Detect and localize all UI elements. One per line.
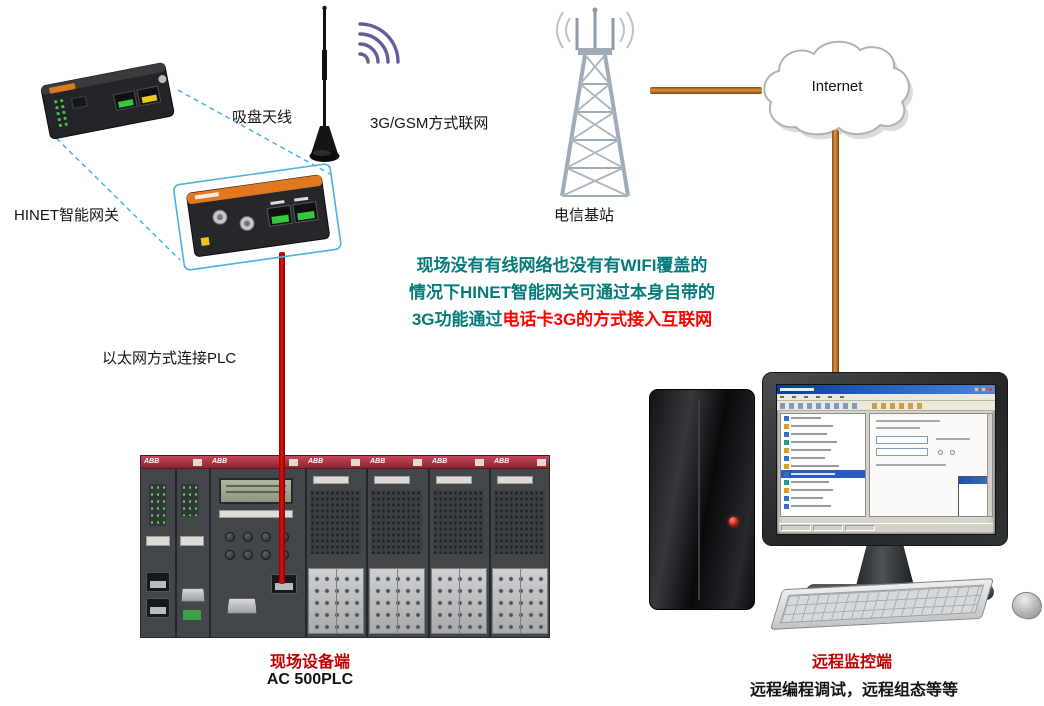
power-button-icon [729, 517, 739, 527]
telecom-tower-icon [556, 7, 634, 197]
plc-brand-logo: ABB [308, 458, 324, 465]
wan-cable-horizontal [650, 87, 762, 94]
close-icon [988, 387, 993, 392]
plc-brand-logo: ABB [432, 458, 448, 465]
monitor-bezel [762, 372, 1008, 546]
remote-caption-title: 远程监控端 [811, 654, 892, 671]
ethernet-label: 以太网方式连接PLC [102, 350, 237, 367]
plc-brand-logo: ABB [494, 458, 510, 465]
plc-led-block [181, 484, 198, 516]
plc-brand-logo: ABB [144, 458, 160, 465]
pc-tower [649, 389, 755, 610]
plc-led-block [149, 484, 166, 526]
monitor [762, 372, 1010, 608]
app-window-titlebar [777, 385, 995, 394]
internet-label: Internet [811, 78, 863, 95]
plc-brand-logo: ABB [212, 458, 228, 465]
remote-caption-subtitle: 远程编程调试，远程组态等等 [749, 682, 958, 699]
plc-ethernet-port [146, 572, 170, 592]
gateway-device-small [40, 62, 175, 140]
gateway-label: HINET智能网关 [14, 207, 120, 224]
site-caption-subtitle: AC 500PLC [266, 671, 354, 688]
note-line: 情况下HINET智能网关可通过本身自带的 [409, 283, 715, 302]
wireless-signal-icon [358, 22, 400, 64]
zoom-guide-lines [49, 89, 331, 261]
plc-brand-stripe: ABB ABB ABB ABB ABB ABB [141, 456, 549, 469]
plc-module-label [219, 510, 293, 518]
plc-rack: ABB ABB ABB ABB ABB ABB [140, 455, 550, 638]
suction-antenna-icon [309, 5, 340, 162]
monitor-neck [856, 546, 914, 586]
note-line: 3G功能通过电话卡3G的方式接入互联网 [411, 310, 713, 329]
main-panel [869, 413, 993, 517]
base-station-label: 电信基站 [554, 207, 615, 224]
wireless-label: 3G/GSM方式联网 [370, 115, 489, 132]
plc-module-label [146, 536, 170, 546]
plc-serial-port [227, 598, 257, 614]
plc-brand-logo: ABB [370, 458, 386, 465]
plc-serial-port [181, 588, 205, 602]
plc-ethernet-port [146, 598, 170, 618]
plc-module-label [180, 536, 204, 546]
note-text: 现场没有有线网络也没有有WIFI覆盖的 情况下HINET智能网关可通过本身自带的… [396, 252, 728, 333]
plc-terminal-green [183, 610, 201, 620]
internet-cloud [763, 40, 913, 140]
tree-panel [780, 413, 866, 517]
app-toolbar [777, 401, 995, 411]
monitor-screen [776, 384, 996, 535]
ethernet-cable [279, 252, 285, 584]
mouse [1009, 588, 1044, 623]
plc-cpu-ethernet-port [271, 574, 297, 594]
scrollbar [987, 414, 992, 516]
status-bar [779, 523, 993, 532]
gateway-device-large [173, 163, 342, 271]
note-line: 现场没有有线网络也没有有WIFI覆盖的 [416, 256, 708, 275]
site-caption-title: 现场设备端 [269, 654, 350, 671]
antenna-label: 吸盘天线 [232, 109, 293, 126]
sub-window [958, 476, 992, 516]
app-menubar [777, 394, 995, 401]
wan-cable-vertical [832, 130, 839, 378]
